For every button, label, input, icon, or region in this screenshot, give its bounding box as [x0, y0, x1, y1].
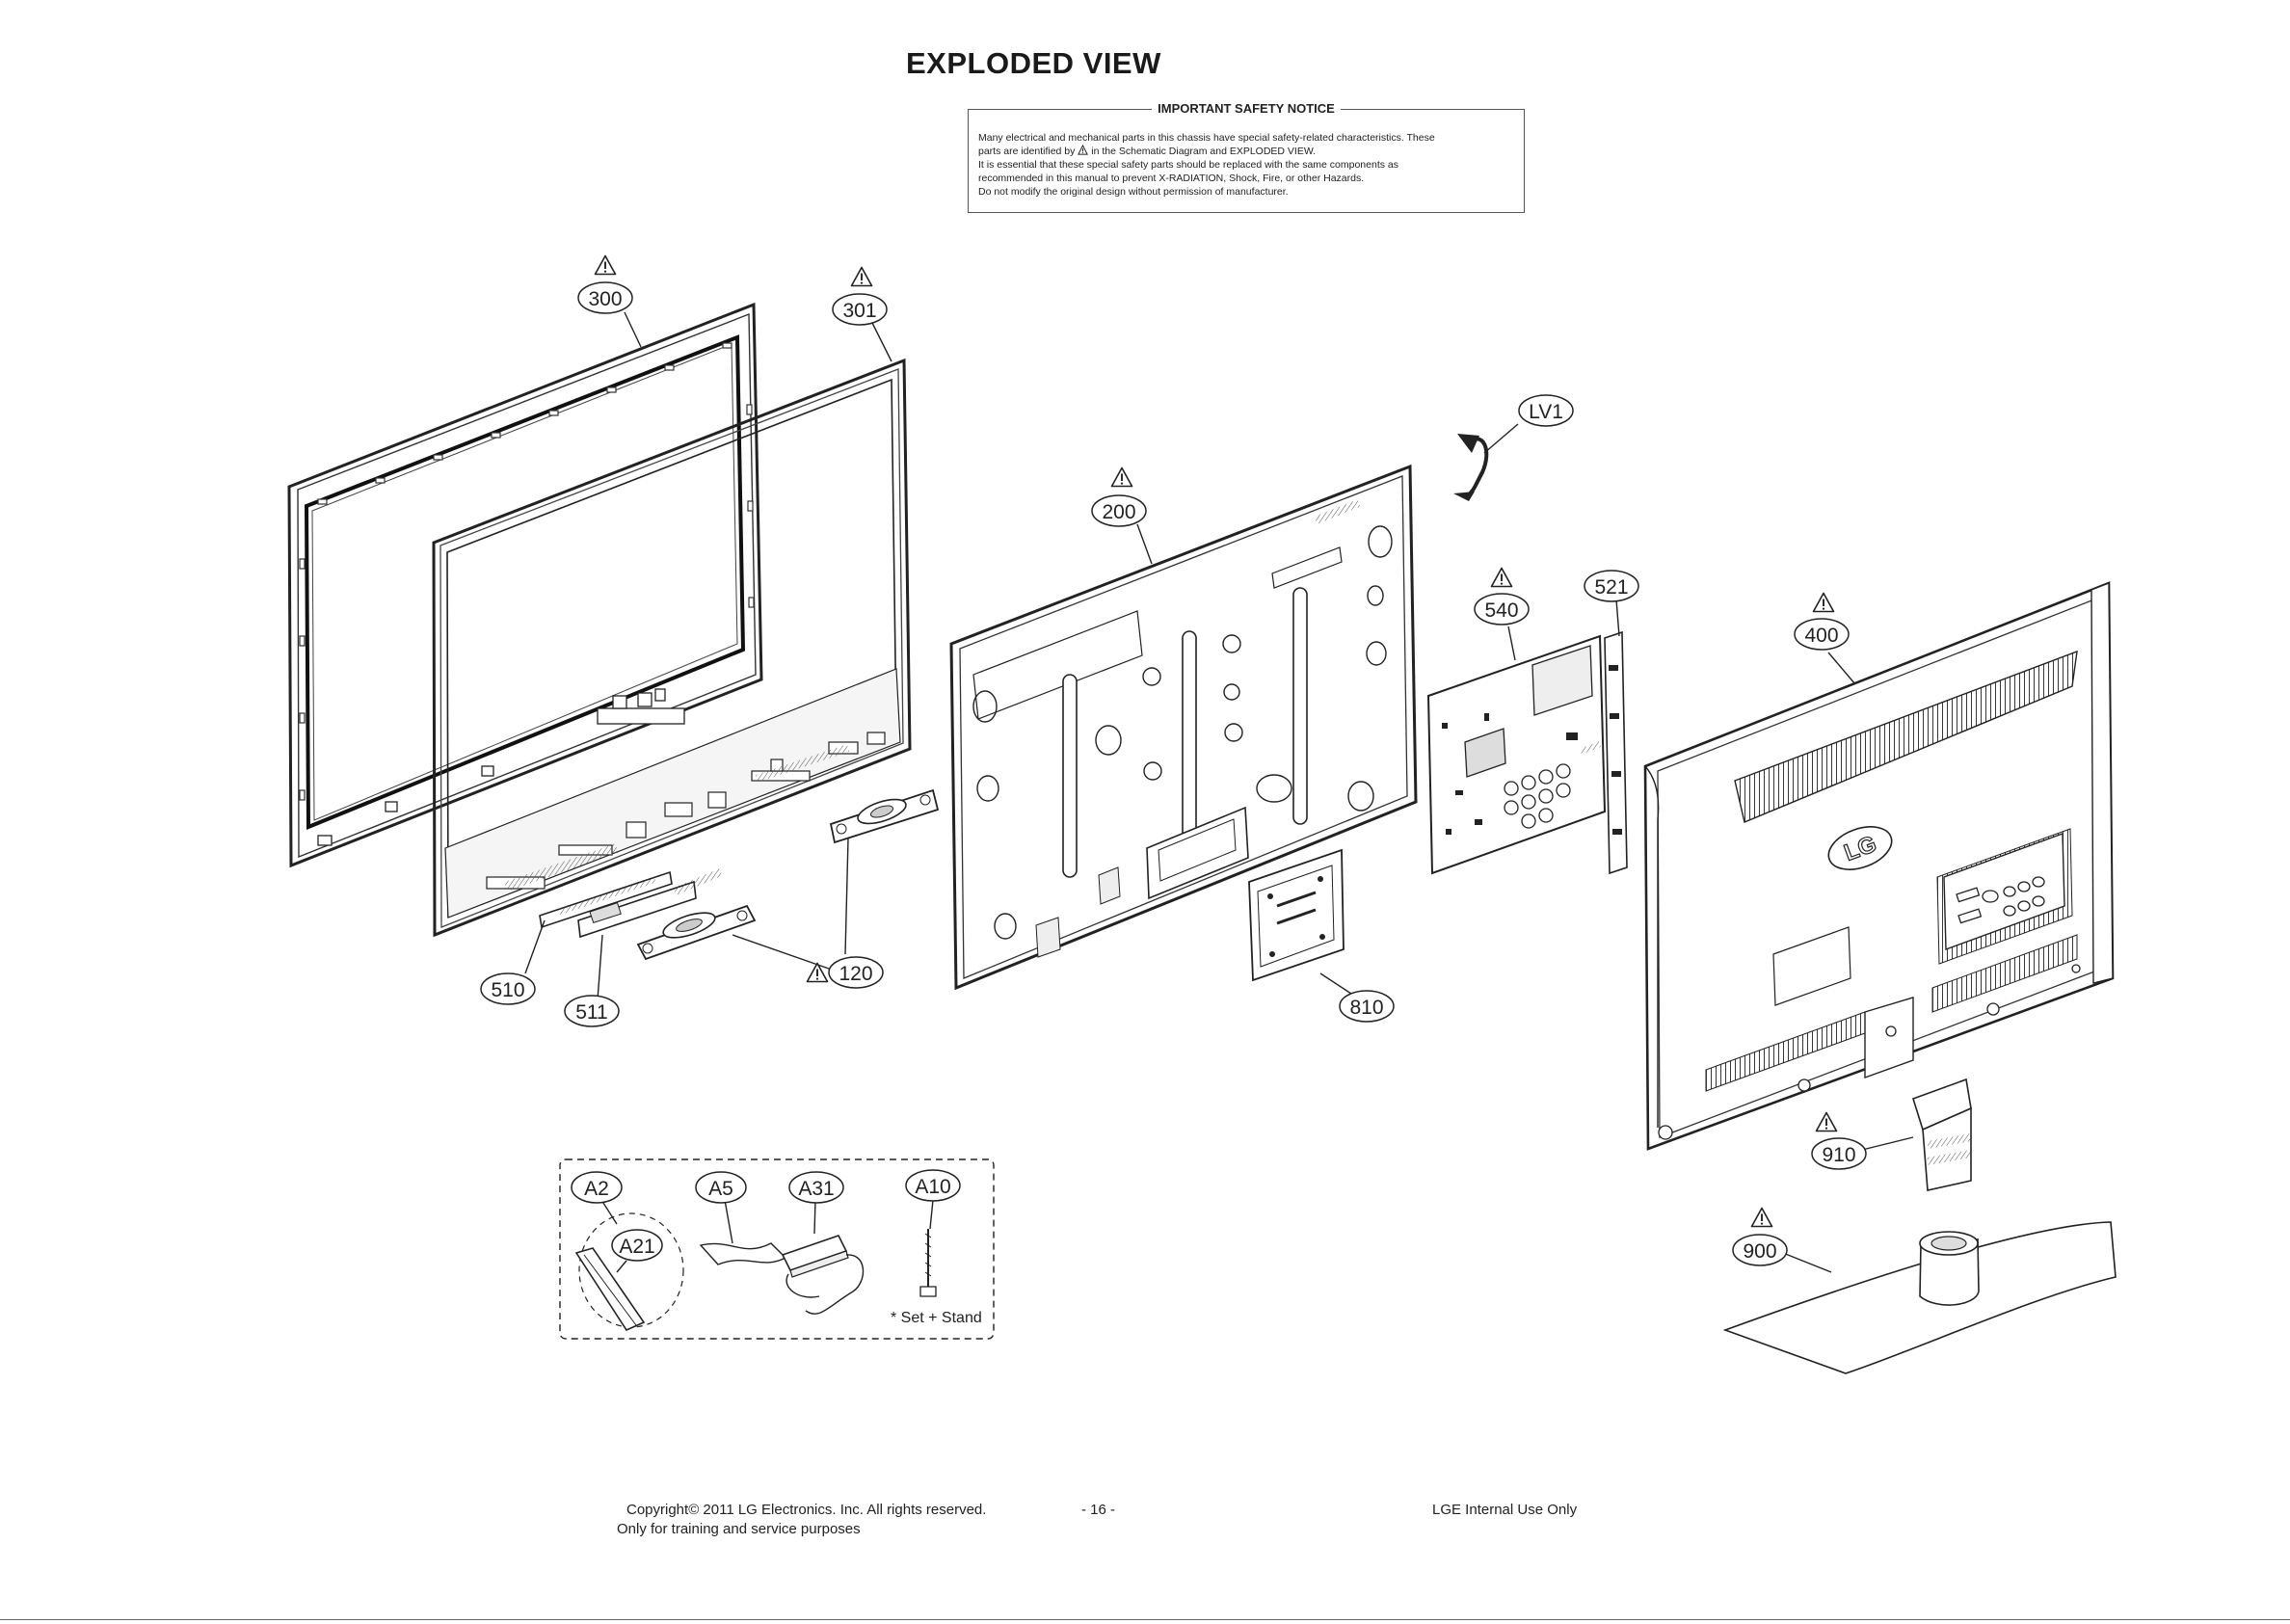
bracket-810	[1248, 848, 1345, 982]
callout-A10: A10	[915, 1176, 950, 1198]
callout-900: 900	[1743, 1240, 1776, 1263]
speaker-120-rear	[829, 788, 940, 844]
warning-triangle-icon	[1110, 466, 1133, 488]
footer-copyright: Copyright© 2011 LG Electronics. Inc. All…	[626, 1502, 987, 1518]
callout-A2: A2	[584, 1178, 609, 1200]
callout-400: 400	[1804, 625, 1838, 647]
accessories-box	[559, 1158, 995, 1340]
warning-triangle-icon	[1812, 592, 1835, 613]
rear-cover-400: LG	[1643, 581, 2115, 1151]
callout-510: 510	[491, 979, 524, 1001]
front-bezel-300	[287, 302, 763, 868]
warning-triangle-icon	[1750, 1207, 1773, 1228]
page-title: EXPLODED VIEW	[906, 46, 1161, 80]
callout-200: 200	[1102, 501, 1135, 523]
leader-lines	[524, 311, 1914, 1273]
callout-810: 810	[1349, 997, 1383, 1019]
notice-line-2: parts are identified by in the Schematic…	[978, 145, 1514, 158]
bottom-rule	[0, 1619, 2290, 1620]
callout-300: 300	[588, 288, 622, 310]
board-510	[539, 870, 673, 929]
board-511	[577, 868, 723, 939]
warning-triangle-icon	[594, 254, 617, 276]
side-board-521	[1604, 630, 1628, 875]
cable-LV1	[1453, 434, 1489, 501]
warning-triangle-icon	[1490, 567, 1513, 588]
warning-triangle-icon	[806, 962, 829, 983]
callout-540: 540	[1484, 599, 1518, 622]
callout-A21: A21	[619, 1236, 654, 1258]
callout-511: 511	[575, 1001, 607, 1024]
notice-line-2-end: in the Schematic Diagram and EXPLODED VI…	[1091, 146, 1317, 157]
notice-line-2-start: parts are identified by	[978, 146, 1076, 157]
notice-line-3: It is essential that these special safet…	[978, 159, 1398, 171]
stand-base-900	[1722, 1221, 2117, 1374]
callout-120: 120	[839, 963, 872, 985]
notice-line-5: Do not modify the original design withou…	[978, 186, 1289, 198]
footer-page-number: - 16 -	[1081, 1502, 1116, 1518]
safety-notice-heading: IMPORTANT SAFETY NOTICE	[1152, 101, 1341, 116]
footer-internal-use: LGE Internal Use Only	[1432, 1502, 1578, 1518]
warning-triangle-icon	[850, 266, 873, 287]
callout-bubbles	[480, 281, 1867, 1266]
main-board-540	[1426, 634, 1607, 875]
callout-LV1: LV1	[1529, 401, 1563, 423]
callout-A5: A5	[708, 1178, 733, 1200]
footer-training-note: Only for training and service purposes	[617, 1521, 861, 1537]
inner-frame-301	[432, 358, 912, 938]
notice-line-4: recommended in this manual to prevent X-…	[978, 173, 1365, 184]
callout-301: 301	[842, 300, 876, 322]
speaker-120-front	[636, 904, 757, 961]
warning-triangle-icon	[1815, 1111, 1838, 1132]
safety-notice-box: IMPORTANT SAFETY NOTICE Many electrical …	[968, 101, 1525, 213]
notice-line-1: Many electrical and mechanical parts in …	[978, 132, 1435, 144]
rear-chassis-200	[949, 464, 1418, 991]
accessory-note: * Set + Stand	[891, 1310, 982, 1326]
safety-notice-body: Many electrical and mechanical parts in …	[978, 131, 1514, 199]
callout-910: 910	[1822, 1144, 1855, 1166]
stand-neck-910	[1912, 1078, 1972, 1191]
warning-triangle-icon	[1078, 145, 1089, 155]
callout-A31: A31	[798, 1178, 834, 1200]
callout-521: 521	[1594, 576, 1628, 599]
